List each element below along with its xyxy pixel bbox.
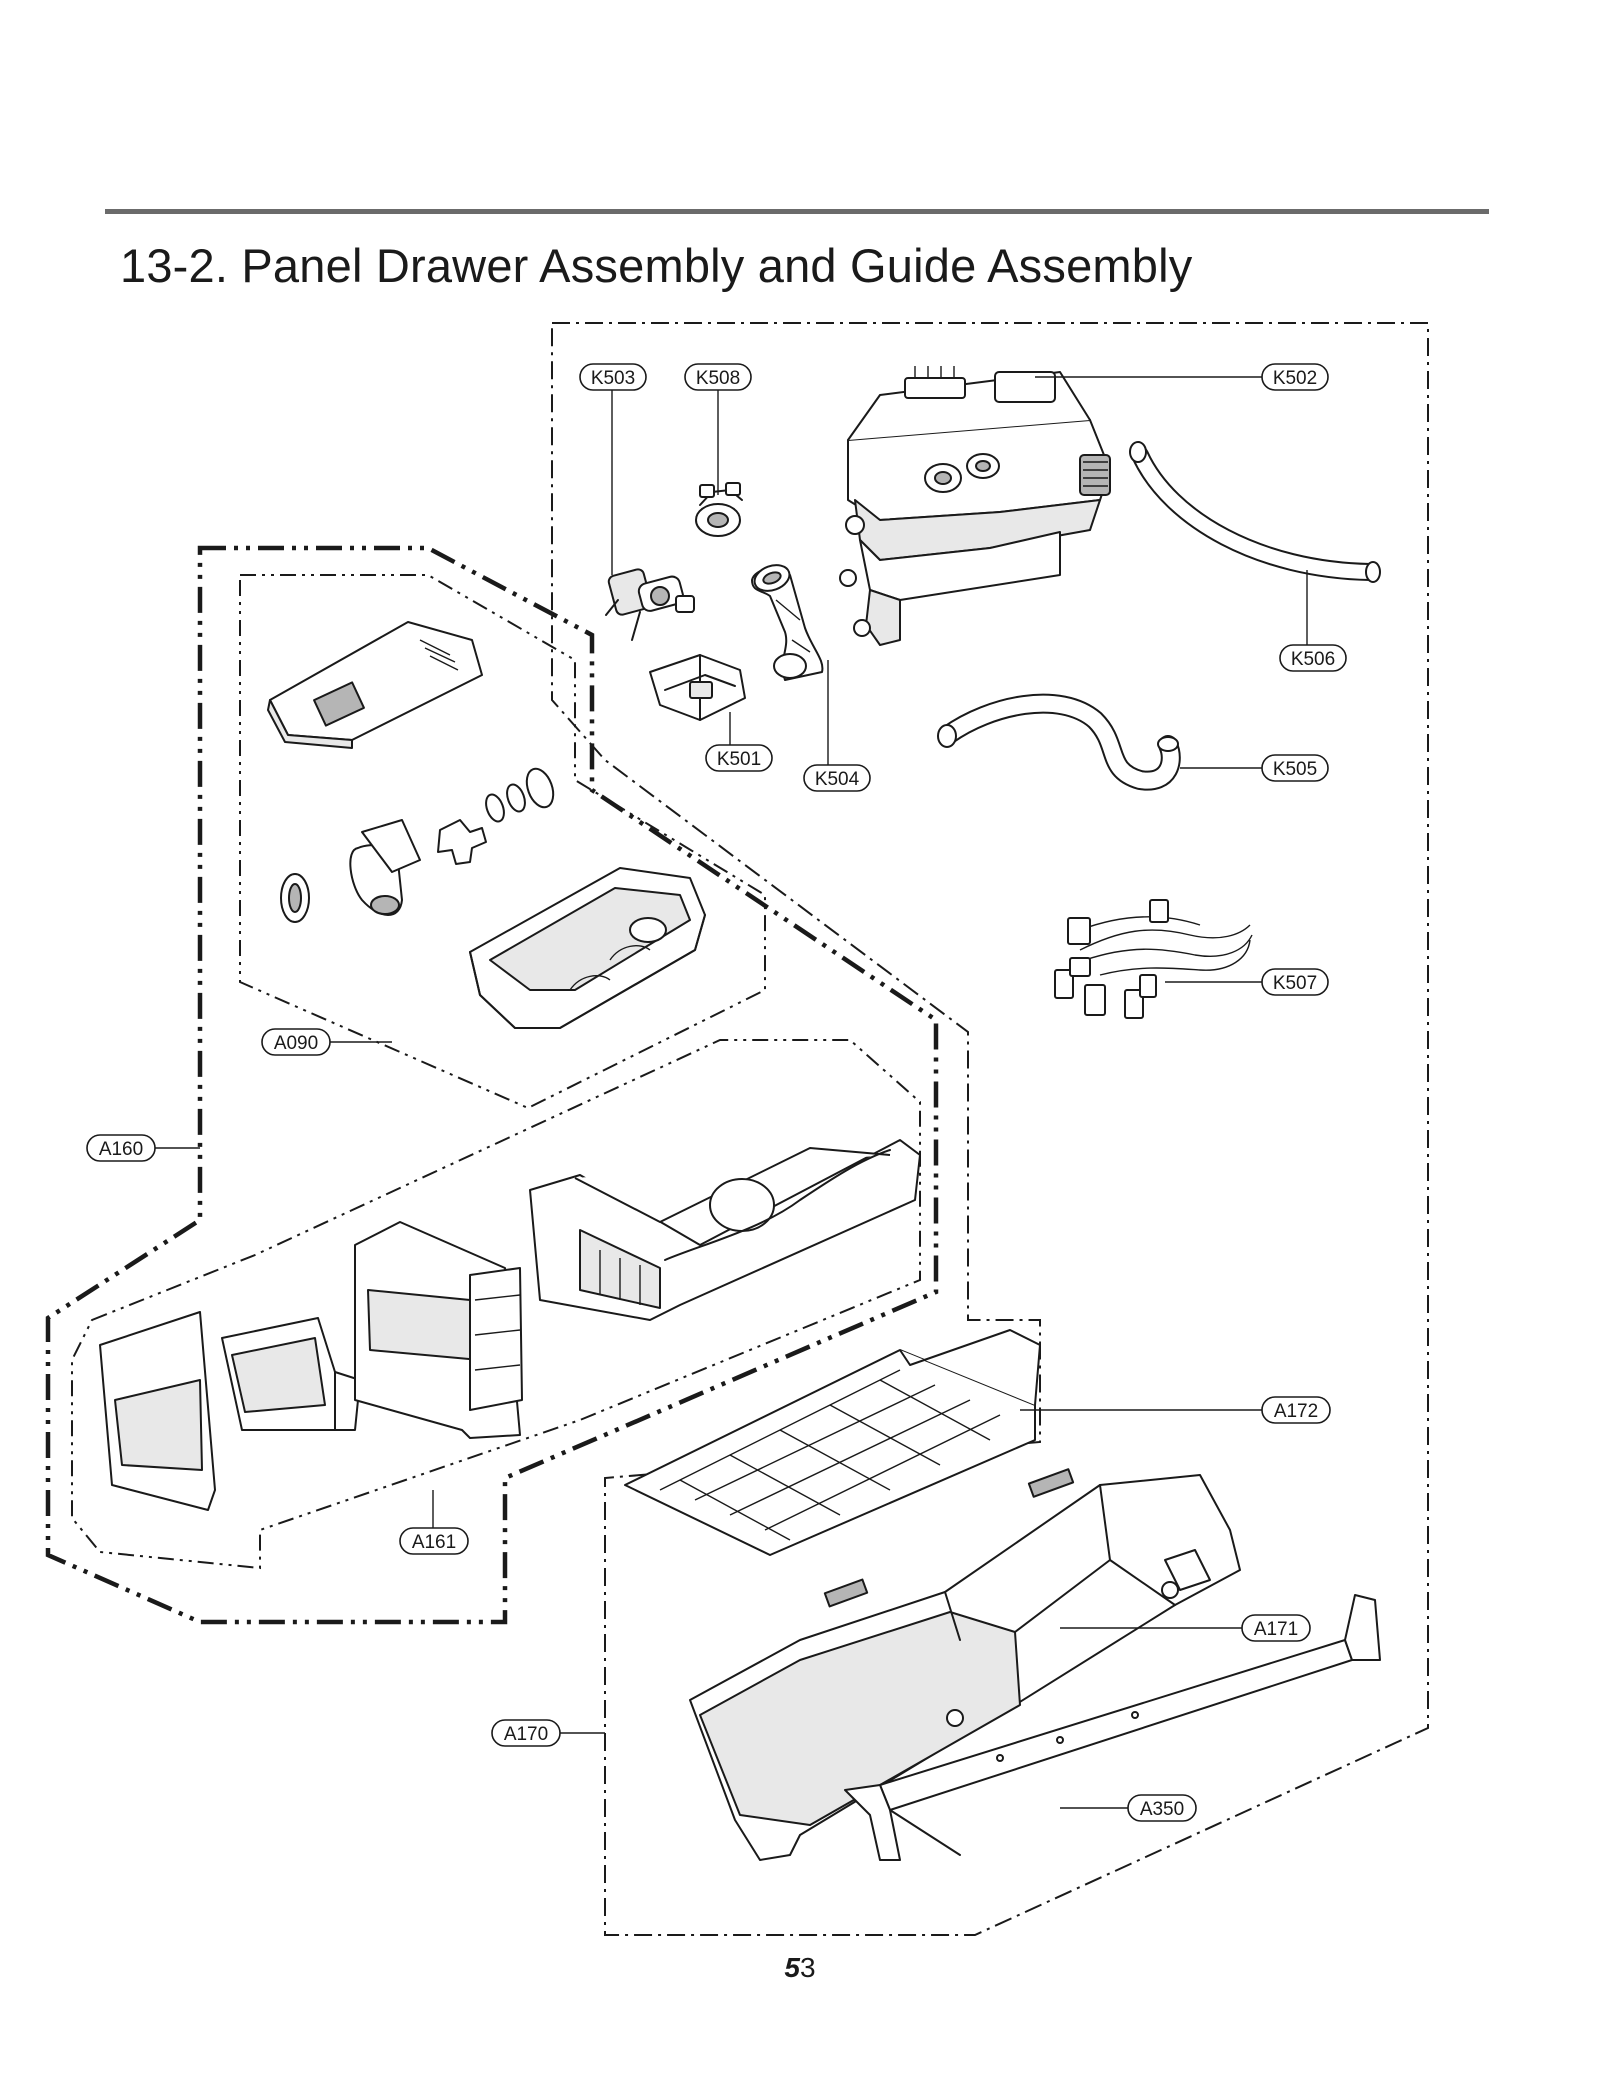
callout-a171: A171 bbox=[1241, 1614, 1311, 1642]
k502-part bbox=[839, 366, 1111, 646]
k506-part bbox=[1129, 441, 1381, 583]
k505-part bbox=[937, 693, 1181, 791]
k508-part bbox=[695, 482, 743, 537]
callout-k508-label: K508 bbox=[696, 368, 740, 389]
header-rule bbox=[105, 209, 1489, 214]
callout-a160: A160 bbox=[86, 1134, 156, 1162]
page-title: 13-2. Panel Drawer Assembly and Guide As… bbox=[120, 239, 1193, 292]
a160-group-outline bbox=[45, 545, 939, 1625]
k504-part bbox=[751, 564, 824, 681]
callout-a161-label: A161 bbox=[412, 1532, 456, 1553]
callout-k504: K504 bbox=[803, 764, 871, 792]
a350-part bbox=[844, 1594, 1381, 1861]
callout-a161: A161 bbox=[399, 1527, 469, 1555]
callout-k507-label: K507 bbox=[1273, 973, 1317, 994]
a172-part bbox=[624, 1329, 1041, 1556]
callout-k507: K507 bbox=[1261, 968, 1329, 996]
callout-k508: K508 bbox=[684, 363, 752, 391]
callout-k502: K502 bbox=[1261, 363, 1329, 391]
callout-k506-label: K506 bbox=[1291, 649, 1335, 670]
callout-k501-label: K501 bbox=[717, 749, 761, 770]
callout-a172-label: A172 bbox=[1274, 1401, 1318, 1422]
callout-k505-label: K505 bbox=[1273, 759, 1317, 780]
a171-part bbox=[689, 1468, 1241, 1861]
a090-group-outline bbox=[239, 574, 766, 1110]
callout-k503: K503 bbox=[579, 363, 647, 391]
k501-part bbox=[649, 654, 746, 721]
page-number-bold: 5 bbox=[784, 1952, 800, 1983]
callout-a350-label: A350 bbox=[1140, 1799, 1184, 1820]
k507-part bbox=[1054, 899, 1253, 1019]
guide-assembly-group-outline bbox=[551, 322, 1429, 1936]
callout-a171-label: A171 bbox=[1254, 1619, 1298, 1640]
page-number-rest: 3 bbox=[800, 1952, 816, 1983]
callout-a170: A170 bbox=[491, 1719, 561, 1747]
callout-a090-label: A090 bbox=[274, 1033, 318, 1054]
callout-k504-label: K504 bbox=[815, 769, 860, 790]
k503-part bbox=[605, 568, 695, 641]
callout-k502-label: K502 bbox=[1273, 368, 1317, 389]
page-number: 53 bbox=[0, 1952, 1600, 1984]
callout-a172: A172 bbox=[1261, 1396, 1331, 1424]
callout-a170-label: A170 bbox=[504, 1724, 548, 1745]
callout-a090: A090 bbox=[261, 1028, 331, 1056]
a161-group-outline bbox=[71, 1039, 921, 1570]
callout-k503-label: K503 bbox=[591, 368, 635, 389]
callout-a160-label: A160 bbox=[99, 1139, 143, 1160]
a090-parts bbox=[267, 621, 706, 1029]
callout-a350: A350 bbox=[1127, 1794, 1197, 1822]
callout-k506: K506 bbox=[1279, 644, 1347, 672]
callout-k501: K501 bbox=[705, 744, 773, 772]
callout-k505: K505 bbox=[1261, 754, 1329, 782]
leader-lines bbox=[155, 376, 1308, 1809]
a160-parts bbox=[99, 1139, 921, 1511]
